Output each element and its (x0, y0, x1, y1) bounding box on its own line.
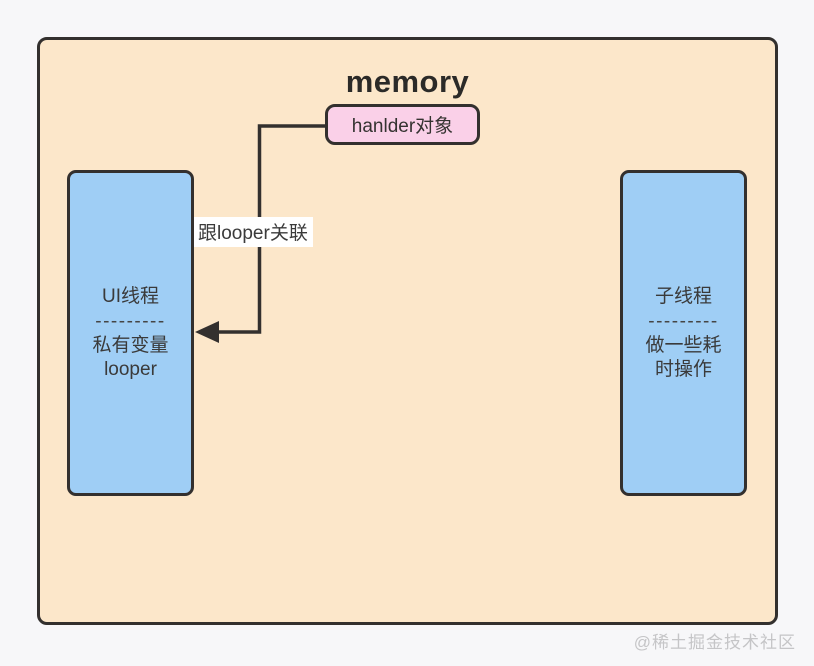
memory-title: memory (345, 64, 470, 99)
watermark: @稀土掘金技术社区 (633, 633, 796, 652)
child-thread-node: 子线程 --------- 做一些耗 时操作 (620, 170, 747, 496)
child-thread-desc-line2: 时操作 (654, 358, 712, 380)
ui-thread-title: UI线程 (101, 285, 159, 307)
handler-object-node: hanlder对象 (325, 104, 480, 145)
ui-thread-desc-line2: looper (104, 358, 157, 380)
arrow-label: 跟looper关联 (194, 217, 313, 247)
handler-object-label: hanlder对象 (351, 116, 454, 137)
ui-thread-divider: --------- (95, 310, 166, 332)
child-thread-title: 子线程 (654, 285, 712, 307)
child-thread-desc-line1: 做一些耗 (645, 334, 722, 356)
child-thread-divider: --------- (648, 310, 719, 332)
ui-thread-desc-line1: 私有变量 (92, 334, 169, 356)
ui-thread-node: UI线程 --------- 私有变量 looper (67, 170, 194, 496)
